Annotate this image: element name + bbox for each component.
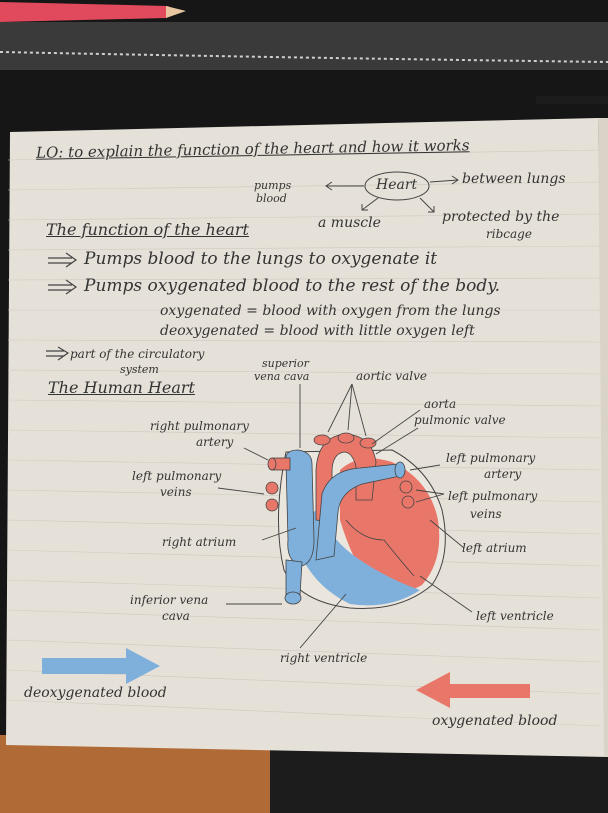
label-lpa-2: artery <box>484 468 521 480</box>
function-heading: The function of the heart <box>46 222 249 238</box>
label-right-atrium: right atrium <box>162 536 236 548</box>
label-aortic-valve: aortic valve <box>356 370 427 382</box>
definition-oxygenated: oxygenated = blood with oxygen from the … <box>160 304 501 318</box>
point-2: Pumps oxygenated blood to the rest of th… <box>84 278 500 295</box>
mindmap-muscle: a muscle <box>318 216 381 230</box>
mindmap-ribcage: ribcage <box>486 228 532 240</box>
circulatory-line2: system <box>120 364 159 375</box>
diagram-heading: The Human Heart <box>48 380 195 396</box>
label-ivc-1: inferior vena <box>130 594 208 606</box>
label-lpv-left-1: left pulmonary <box>132 470 221 482</box>
mindmap-heart: Heart <box>376 178 417 192</box>
label-rpa-1: right pulmonary <box>150 420 249 432</box>
circulatory-line1: part of the circulatory <box>70 348 204 360</box>
mindmap-pumps: pumps <box>254 180 291 191</box>
label-rpa-2: artery <box>196 436 233 448</box>
legend-oxygenated: oxygenated blood <box>432 714 557 728</box>
label-lpa-1: left pulmonary <box>446 452 535 464</box>
mindmap-lungs: between lungs <box>462 172 566 186</box>
point-1: Pumps blood to the lungs to oxygenate it <box>84 251 437 268</box>
label-ivc-2: cava <box>162 610 190 622</box>
mindmap-blood: blood <box>256 193 287 204</box>
label-lpv-right-2: veins <box>470 508 502 520</box>
definition-deoxygenated: deoxygenated = blood with little oxygen … <box>160 324 475 338</box>
label-right-ventricle: right ventricle <box>280 652 367 664</box>
label-aorta: aorta <box>424 398 456 410</box>
label-left-ventricle: left ventricle <box>476 610 554 622</box>
legend-deoxygenated: deoxygenated blood <box>24 686 167 700</box>
mindmap-protected: protected by the <box>442 210 559 224</box>
label-left-atrium: left atrium <box>462 542 527 554</box>
label-pulmonic-valve: pulmonic valve <box>414 414 506 426</box>
label-svc-1: superior <box>262 358 309 369</box>
fabric-mat <box>0 22 608 70</box>
label-lpv-right-1: left pulmonary <box>448 490 537 502</box>
label-svc-2: vena cava <box>254 371 309 382</box>
label-lpv-left-2: veins <box>160 486 192 498</box>
